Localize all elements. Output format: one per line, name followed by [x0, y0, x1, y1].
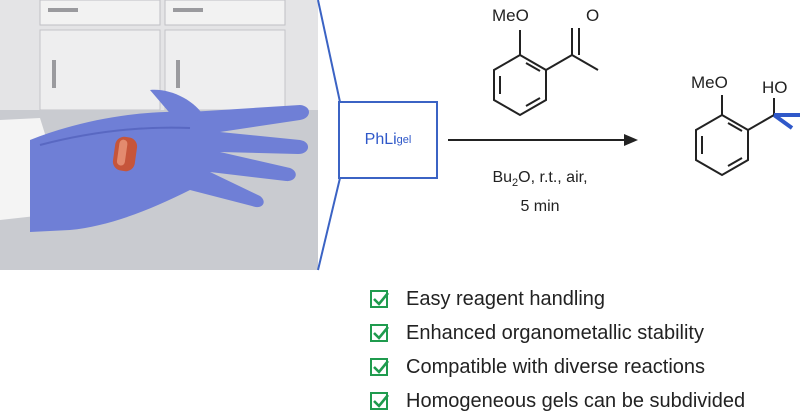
conditions-line-2: 5 min — [520, 198, 560, 216]
features-list: Easy reagent handling Enhanced organomet… — [370, 282, 745, 418]
feature-text: Easy reagent handling — [406, 287, 606, 310]
checkbox-check-icon — [370, 392, 390, 410]
reagent-subscript: gel — [396, 134, 412, 146]
connector-top-line — [317, 0, 341, 103]
connector-bottom-line — [317, 177, 341, 271]
reaction-arrow — [448, 134, 638, 146]
photo-illustration — [0, 0, 318, 270]
conditions-line-1: Bu2O, r.t., air, — [480, 166, 600, 195]
gloved-hand-photo — [0, 0, 318, 270]
solvent-prefix: Bu — [492, 169, 513, 186]
starting-material-structure — [493, 28, 599, 117]
feature-item: Easy reagent handling — [370, 282, 745, 316]
feature-item: Homogeneous gels can be subdivided — [370, 384, 745, 418]
product-ho-label: HO — [762, 78, 788, 97]
feature-text: Compatible with diverse reactions — [406, 355, 706, 378]
reagent-name: PhLi — [364, 131, 397, 148]
feature-item: Compatible with diverse reactions — [370, 350, 745, 384]
sm-carbonyl-o-label: O — [586, 6, 600, 25]
product-meo-label: MeO — [691, 73, 728, 92]
feature-text: Homogeneous gels can be subdivided — [406, 389, 746, 412]
checkbox-check-icon — [370, 290, 390, 308]
product-structure — [695, 95, 800, 177]
feature-text: Enhanced organometallic stability — [406, 321, 704, 344]
feature-item: Enhanced organometallic stability — [370, 316, 745, 350]
reaction-conditions: Bu2O, r.t., air, 5 min — [480, 166, 600, 219]
solvent-subscript: 2 — [512, 177, 519, 190]
checkbox-check-icon — [370, 358, 390, 376]
sm-meo-label: MeO — [492, 6, 529, 25]
conditions-rest: O, r.t., air, — [518, 169, 588, 186]
checkbox-check-icon — [370, 324, 390, 342]
